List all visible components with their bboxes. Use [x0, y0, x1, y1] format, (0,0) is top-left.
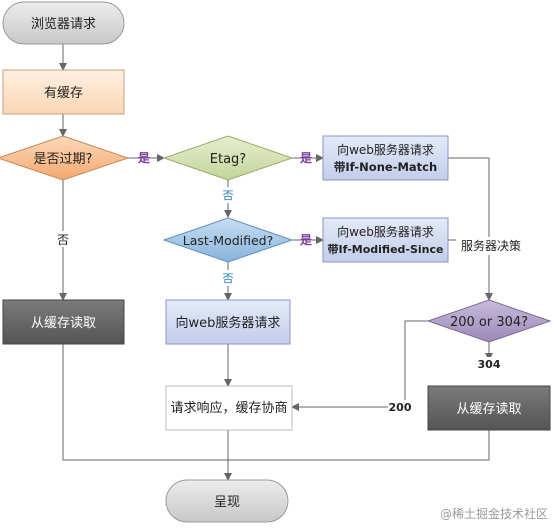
last-modified-decision [162, 217, 294, 263]
lm-no-bg [220, 270, 236, 286]
etag-decision [162, 135, 294, 181]
edge-right-read-to-render [228, 430, 490, 461]
etag-yes-label: 是 [299, 151, 313, 165]
lm-yes-label: 是 [299, 233, 313, 247]
last-modified-label: Last-Modified? [183, 233, 274, 248]
start-label: 浏览器请求 [31, 16, 96, 32]
status-label: 200 or 304? [450, 315, 528, 330]
read-cache-right-label: 从缓存读取 [456, 402, 521, 417]
has-cache-node [2, 69, 125, 115]
code-304-label: 304 [478, 358, 501, 371]
request-if-modified-since-line2: 带If-Modified-Since [328, 242, 444, 256]
read-cache-left-label: 从缓存读取 [31, 316, 96, 331]
request-if-none-match-line2: 带If-None-Match [334, 160, 437, 174]
etag-no-bg [220, 187, 236, 203]
server-decision-bg [456, 237, 526, 255]
request-if-modified-since-node [322, 217, 449, 263]
server-decision-label: 服务器决策 [461, 238, 521, 253]
connectors [59, 44, 493, 481]
response-label: 请求响应，缓存协商 [170, 400, 287, 416]
edge-left-read-to-render [62, 344, 228, 461]
request-server-label: 向web服务器请求 [176, 315, 281, 331]
expired-decision [0, 135, 130, 181]
expired-yes-label: 是 [137, 151, 151, 165]
request-server-node [165, 299, 291, 345]
read-cache-right-node [427, 385, 551, 431]
expired-no-label: 否 [57, 233, 69, 247]
render-label: 呈现 [214, 495, 240, 510]
request-if-none-match-line1: 向web服务器请求 [337, 142, 434, 157]
response-node [165, 385, 293, 431]
start-node [2, 1, 125, 45]
status-decision [426, 299, 552, 343]
code-200-label: 200 [389, 401, 412, 414]
expired-no-bg [55, 231, 71, 247]
read-cache-left-node [2, 299, 125, 345]
code-200-bg [388, 400, 412, 414]
request-if-modified-since-line1: 向web服务器请求 [337, 224, 434, 239]
etag-no-label: 否 [223, 189, 234, 202]
edge-status-200 [291, 320, 430, 411]
etag-label: Etag? [210, 152, 246, 167]
render-node [165, 479, 289, 523]
expired-label: 是否过期? [34, 152, 93, 167]
edge-etag-req-to-decision [448, 157, 493, 301]
has-cache-label: 有缓存 [44, 86, 83, 101]
code-304-bg [477, 357, 501, 371]
lm-no-label: 否 [223, 272, 234, 285]
request-if-none-match-node [322, 135, 449, 181]
watermark-text: @稀土掘金技术社区 [440, 506, 548, 521]
